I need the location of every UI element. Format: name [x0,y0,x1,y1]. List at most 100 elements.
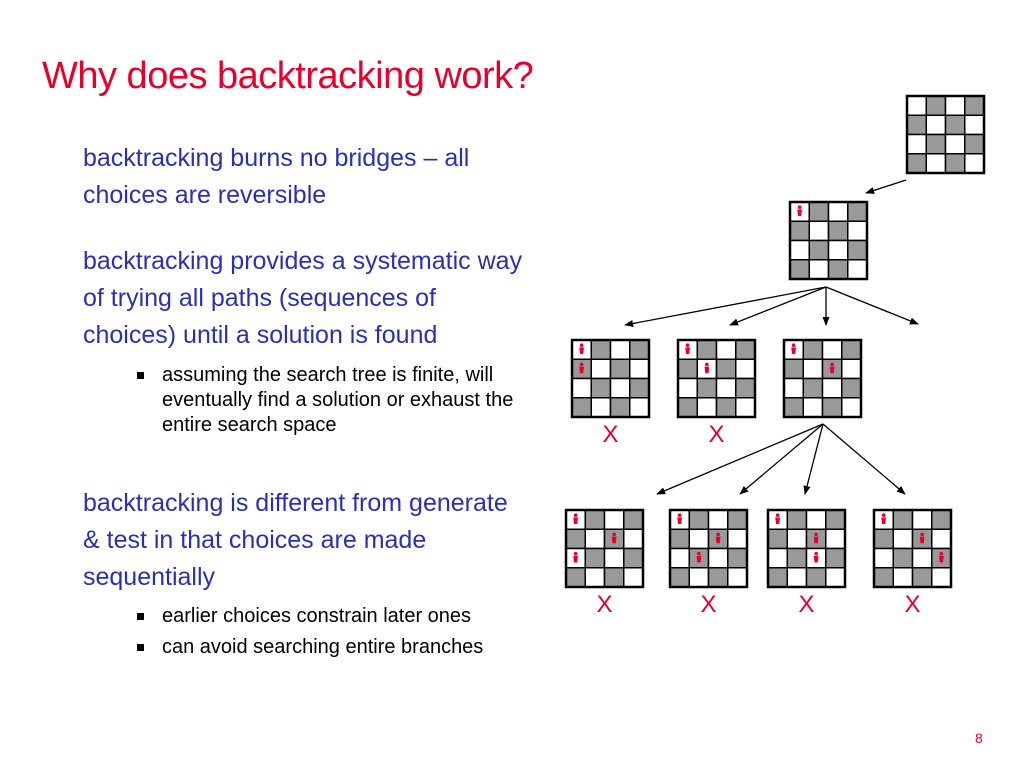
board-square [802,358,824,380]
board-frame [564,508,645,589]
board-square [821,377,843,399]
board-square [584,509,606,530]
board-square [677,358,698,380]
queen-icon [919,532,925,544]
board-frame [766,508,847,589]
board-frame [782,338,863,419]
systematic-bullets: assuming the search tree is finite, will… [135,363,515,438]
board-square [789,220,810,242]
queen-icon [715,532,721,544]
board-level2-c [782,338,863,419]
board-level1 [788,200,869,281]
board-square [669,567,690,588]
board-frame [788,200,869,281]
board-square [715,377,737,399]
board-square [808,201,830,222]
queen-icon [611,532,617,544]
board-square [696,377,718,399]
board-square [964,133,985,155]
board-square [629,358,650,380]
board-square [802,339,824,360]
queen-icon [579,362,585,374]
board-square [571,397,592,418]
queen-icon [573,551,579,563]
board-square [827,239,849,261]
board-square [623,528,644,550]
board-square [735,339,756,360]
board-square [688,567,710,588]
board-square [629,339,650,360]
board-square [727,509,748,530]
board-square [931,567,952,588]
queen-icon [813,532,819,544]
board-square [669,528,690,550]
sequential-bullets: earlier choices constrain later ones can… [135,604,515,660]
board-square [841,377,862,399]
queen-icon [685,343,691,354]
board-square [571,377,592,399]
board-frame [668,508,749,589]
board-frame [570,338,651,419]
board-square [825,567,846,588]
board-square [931,528,952,550]
board-square [609,358,631,380]
board-square [906,133,927,155]
board-square [892,547,914,569]
board-square [964,114,985,136]
board-square [911,547,933,569]
board-square [805,509,827,530]
board-level2-a: X [570,338,651,448]
board-square [727,528,748,550]
board-square [783,397,804,418]
board-square [677,397,698,418]
bullet-text: assuming the search tree is finite, will… [162,364,514,436]
board-frame [905,94,986,175]
queen-icon [791,343,797,354]
board-square [727,567,748,588]
tree-edge-arrow [822,423,906,495]
board-square [715,358,737,380]
board-square [609,339,631,360]
board-square [727,547,748,569]
board-square [707,509,729,530]
point-sequential: backtracking is different from generate … [83,489,508,591]
board-square [609,397,631,418]
queen-icon [881,513,887,524]
board-square [805,567,827,588]
board-level3-a: X [564,508,645,618]
board-square [906,114,927,136]
board-square [808,259,830,280]
queen-icon [579,343,585,354]
board-square [802,397,824,418]
board-square [944,114,966,136]
board-square [873,528,894,550]
board-square [847,220,868,242]
board-square [841,358,862,380]
board-square [590,358,612,380]
board-square [786,567,808,588]
page-number: 8 [975,730,983,746]
fail-mark: X [708,421,724,448]
board-square [911,509,933,530]
board-square [767,547,788,569]
board-level3-d: X [872,508,953,618]
board-square [789,239,810,261]
board-square [584,567,606,588]
queen-icon [696,551,702,563]
board-square [609,377,631,399]
fail-mark: X [602,421,618,448]
board-square [696,397,718,418]
board-square [827,201,849,222]
board-square [847,259,868,280]
board-square [783,358,804,380]
board-square [808,239,830,261]
queen-icon [797,205,803,216]
board-square [944,133,966,155]
board-square [931,509,952,530]
board-square [911,567,933,588]
board-square [715,397,737,418]
fail-mark: X [596,591,612,618]
board-square [735,397,756,418]
board-square [629,377,650,399]
